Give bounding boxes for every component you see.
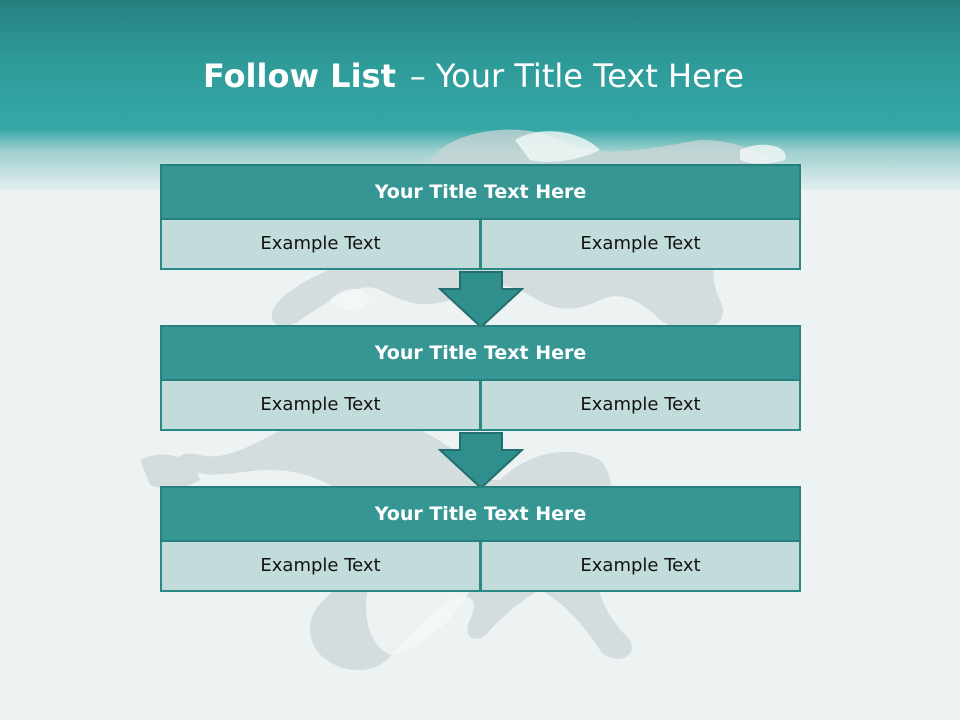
block-title: Your Title Text Here [160,486,801,542]
slide-title: Follow List–Your Title Text Here [203,56,744,96]
header-band [0,0,960,130]
slide-title-rest: Your Title Text Here [435,57,744,95]
block-left-cell: Example Text [160,381,481,431]
down-arrow-icon [438,271,524,329]
block-left-cell: Example Text [160,220,481,270]
block-right-cell: Example Text [480,381,801,431]
block-title: Your Title Text Here [160,164,801,220]
block-title: Your Title Text Here [160,325,801,381]
block-right-cell: Example Text [480,220,801,270]
block-right-cell: Example Text [480,542,801,592]
down-arrow-icon [438,432,524,490]
slide-title-separator: – [409,57,426,95]
block-left-cell: Example Text [160,542,481,592]
slide-title-bold: Follow List [203,57,396,95]
